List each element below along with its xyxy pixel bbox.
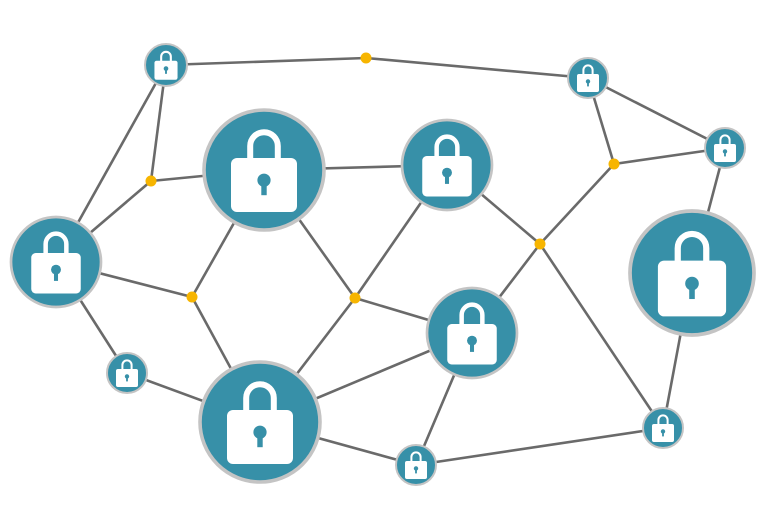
padlock-icon: [447, 302, 497, 365]
edge-line: [538, 243, 665, 429]
lock-node: [400, 118, 494, 212]
lock-node: [628, 209, 756, 337]
junction-dot: [608, 158, 620, 170]
junction-dot: [534, 238, 546, 250]
padlock-icon: [657, 230, 727, 317]
lock-node: [198, 360, 322, 484]
lock-node: [106, 352, 148, 394]
edge-line: [365, 56, 589, 80]
padlock-icon: [422, 134, 472, 197]
padlock-icon: [116, 359, 138, 387]
padlock-icon: [227, 381, 293, 464]
lock-node: [395, 444, 437, 486]
junction-dot: [186, 291, 198, 303]
edges: [54, 56, 727, 467]
padlock-icon: [154, 50, 178, 80]
edge-line: [415, 426, 664, 467]
padlock-icon: [231, 129, 297, 212]
lock-node: [9, 215, 103, 309]
junction-dot: [145, 175, 157, 187]
junction-dot: [360, 52, 372, 64]
lock-node: [642, 407, 684, 449]
lock-node: [144, 43, 188, 87]
lock-node: [425, 286, 519, 380]
edge-line: [587, 76, 726, 150]
padlock-icon: [405, 451, 427, 479]
padlock-icon: [31, 231, 81, 294]
padlock-icon: [714, 134, 736, 162]
edge-line: [165, 56, 367, 67]
junction-dot: [349, 292, 361, 304]
edge-line: [539, 163, 615, 245]
lock-nodes: [9, 43, 756, 486]
junctions: [145, 52, 620, 304]
lock-node: [704, 127, 746, 169]
lock-node: [202, 108, 326, 232]
padlock-icon: [652, 414, 674, 442]
lock-node: [567, 57, 609, 99]
padlock-icon: [577, 64, 599, 92]
